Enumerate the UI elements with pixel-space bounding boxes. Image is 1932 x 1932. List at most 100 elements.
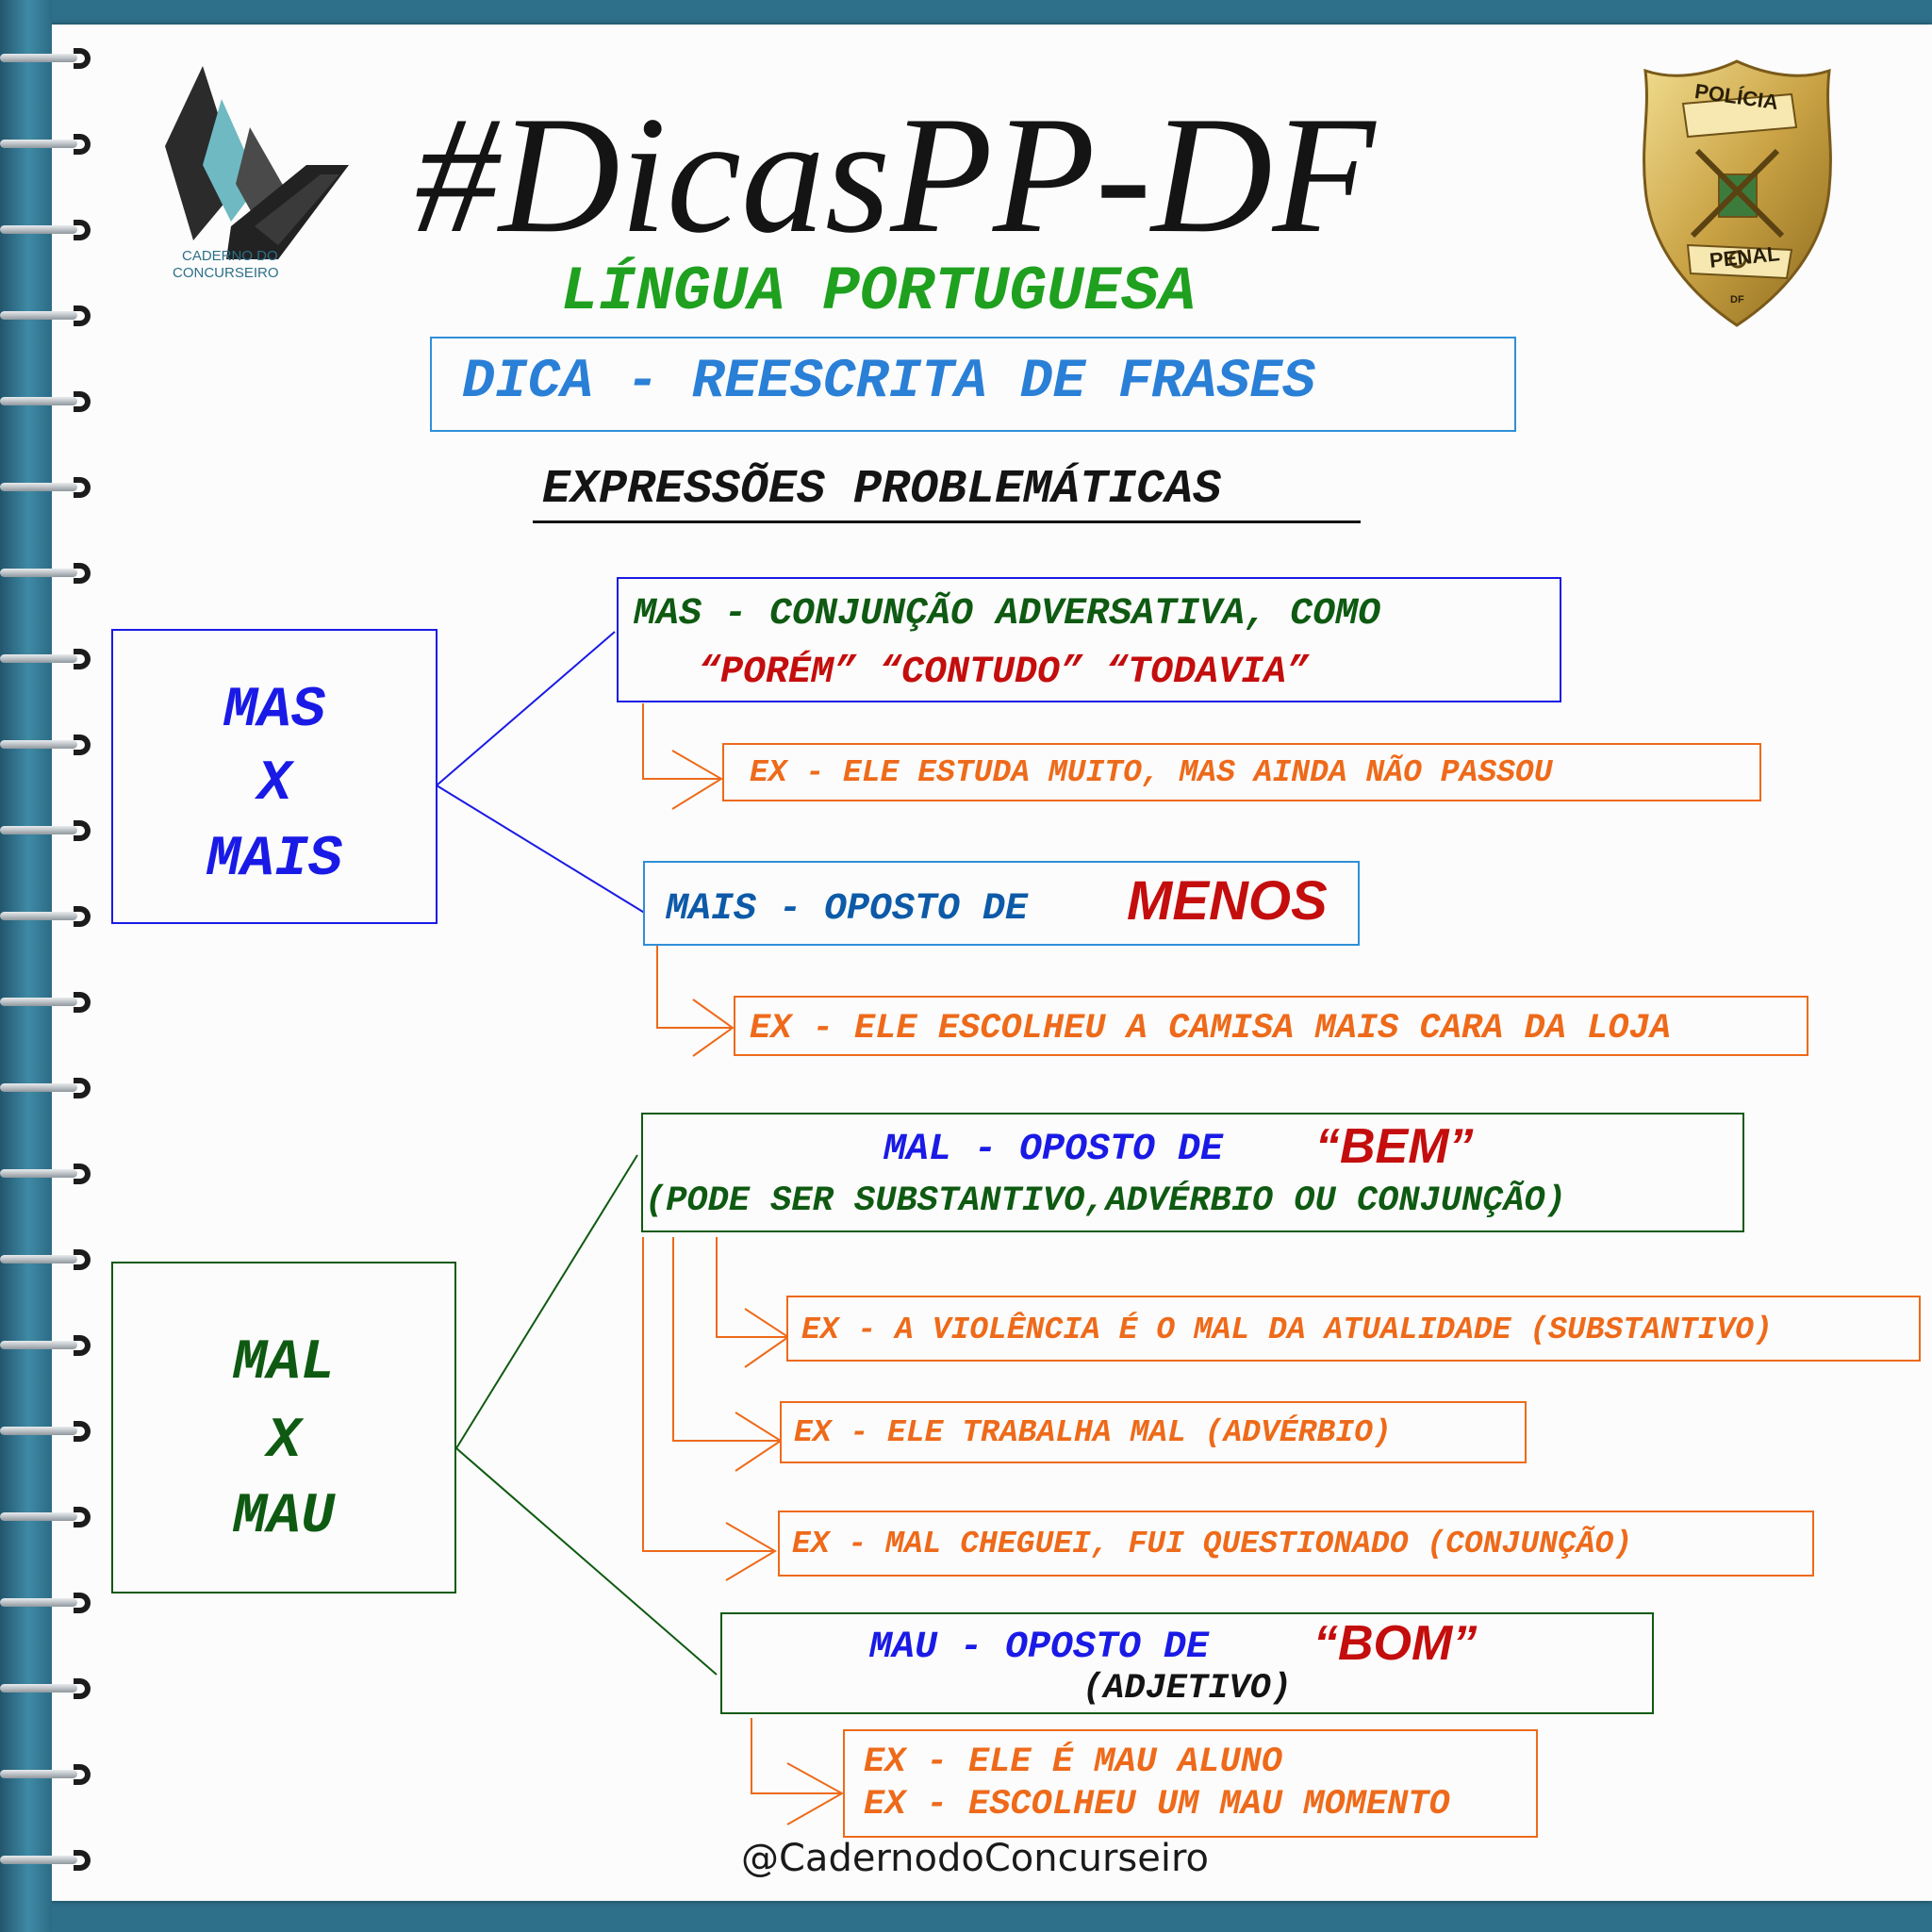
- ring-bar: [0, 1598, 77, 1607]
- ring-hook: [74, 735, 91, 755]
- ring-bar: [0, 1169, 77, 1178]
- ring-hook: [74, 134, 91, 155]
- spiral-ring: [0, 1849, 94, 1872]
- mas-definition-line1: MAS - CONJUNÇÃO ADVERSATIVA, COMO: [634, 593, 1381, 636]
- spiral-ring: [0, 133, 94, 156]
- ring-hook: [74, 1593, 91, 1613]
- mais-definition: MAIS - OPOSTO DE: [666, 888, 1029, 931]
- badge-icon: [1643, 59, 1832, 327]
- mais-example: EX - ELE ESCOLHEU A CAMISA MAIS CARA DA …: [750, 1009, 1671, 1049]
- ring-hook: [74, 992, 91, 1013]
- mal-example-2: EX - ELE TRABALHA MAL (ADVÉRBIO): [794, 1415, 1392, 1450]
- spiral-ring: [0, 219, 94, 241]
- tip-title-box: [430, 337, 1516, 432]
- books-logo-icon: [165, 66, 349, 259]
- spiral-ring: [0, 305, 94, 327]
- ring-bar: [0, 826, 77, 834]
- mal-example-3: EX - MAL CHEGUEI, FUI QUESTIONADO (CONJU…: [792, 1527, 1633, 1561]
- spiral-ring: [0, 1592, 94, 1614]
- spiral-ring: [0, 1506, 94, 1528]
- logo-text-line2: CONCURSEIRO: [173, 265, 279, 281]
- ring-hook: [74, 477, 91, 498]
- mas-example: EX - ELE ESTUDA MUITO, MAS AINDA NÃO PAS…: [750, 755, 1553, 790]
- ring-bar: [0, 397, 77, 405]
- mal-example-3-box: [778, 1511, 1814, 1577]
- mau-definition-box: [720, 1612, 1654, 1714]
- ring-bar: [0, 483, 77, 491]
- spiral-ring: [0, 476, 94, 499]
- badge-small-text: DF: [1730, 294, 1744, 305]
- mal-example-1: EX - A VIOLÊNCIA É O MAL DA ATUALIDADE (…: [801, 1313, 1773, 1347]
- ring-bar: [0, 654, 77, 663]
- section-title-underline: [533, 520, 1361, 523]
- ring-hook: [74, 1078, 91, 1098]
- spiral-ring: [0, 991, 94, 1014]
- ring-hook: [74, 1164, 91, 1184]
- mas-definition-line2: “PORÉM” “CONTUDO” “TODAVIA”: [698, 652, 1310, 694]
- footer-handle: @CadernodoConcurseiro: [741, 1837, 1210, 1880]
- ring-hook: [74, 220, 91, 240]
- mal-example-2-box: [780, 1401, 1527, 1463]
- spiral-ring: [0, 1677, 94, 1700]
- ring-hook: [74, 1507, 91, 1527]
- mal-mau-key-1: MAL: [232, 1331, 336, 1395]
- spiral-ring: [0, 1334, 94, 1357]
- spiral-ring: [0, 390, 94, 413]
- logo-text-line1: CADERNO DO: [182, 248, 278, 264]
- ring-bar: [0, 1512, 77, 1521]
- mau-example-1: EX - ELE É MAU ALUNO: [864, 1742, 1283, 1782]
- ring-bar: [0, 1856, 77, 1864]
- ring-hook: [74, 1850, 91, 1871]
- ring-bar: [0, 912, 77, 920]
- caderno-logo: CADERNO DO CONCURSEIRO: [137, 61, 354, 297]
- ring-hook: [74, 391, 91, 412]
- spiral-ring: [0, 47, 94, 70]
- spiral-binding: [0, 0, 52, 1932]
- mais-definition-box: [643, 861, 1360, 946]
- mau-example-2: EX - ESCOLHEU UM MAU MOMENTO: [864, 1785, 1450, 1825]
- spiral-ring: [0, 1763, 94, 1786]
- mas-definition-box: [617, 577, 1561, 702]
- ring-bar: [0, 1341, 77, 1349]
- spiral-ring: [0, 1077, 94, 1099]
- mas-mais-key-1: MAS: [223, 679, 326, 743]
- ring-bar: [0, 1427, 77, 1435]
- ring-bar: [0, 998, 77, 1006]
- ring-hook: [74, 649, 91, 669]
- mal-definition: MAL - OPOSTO DE: [883, 1129, 1224, 1171]
- hashtag-title: #DicasPP-DF: [415, 81, 1376, 268]
- ring-hook: [74, 906, 91, 927]
- ring-bar: [0, 1684, 77, 1693]
- ring-bar: [0, 1255, 77, 1263]
- ring-hook: [74, 1421, 91, 1442]
- ring-bar: [0, 1083, 77, 1092]
- ring-bar: [0, 740, 77, 749]
- spiral-ring: [0, 905, 94, 928]
- spiral-ring: [0, 1248, 94, 1271]
- ring-bar: [0, 225, 77, 234]
- mal-example-1-box: [786, 1296, 1921, 1362]
- mas-mais-key-box: [111, 629, 438, 924]
- mais-keyword: MENOS: [1127, 870, 1328, 932]
- mau-examples-box: [843, 1729, 1538, 1838]
- mal-mau-key-3: MAU: [232, 1485, 336, 1549]
- ring-hook: [74, 1249, 91, 1270]
- ring-bar: [0, 311, 77, 320]
- ring-bar: [0, 1770, 77, 1778]
- ring-hook: [74, 305, 91, 326]
- subject-title: LÍNGUA PORTUGUESA: [561, 256, 1197, 327]
- spiral-ring: [0, 1420, 94, 1443]
- policia-penal-badge: POLÍCIA PENAL DF: [1636, 57, 1839, 330]
- ring-hook: [74, 1335, 91, 1356]
- ring-bar: [0, 569, 77, 577]
- mau-note: (ADJETIVO): [1082, 1669, 1293, 1709]
- mal-mau-key-box: [111, 1262, 456, 1593]
- mas-example-box: [722, 743, 1761, 801]
- mas-mais-key-2: X: [256, 752, 291, 817]
- spiral-ring: [0, 1163, 94, 1185]
- mal-keyword: “BEM”: [1315, 1119, 1474, 1174]
- ring-hook: [74, 48, 91, 69]
- ring-hook: [74, 820, 91, 841]
- ring-hook: [74, 1678, 91, 1699]
